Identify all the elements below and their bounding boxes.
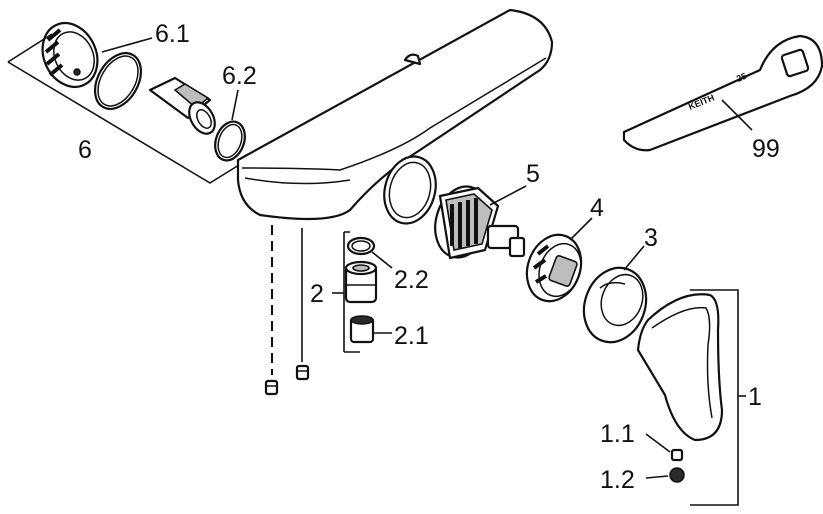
label-6: 6 [78,136,92,164]
threaded-connector [41,22,99,88]
leader-1-2 [645,475,669,479]
leader-3 [623,245,645,271]
leader-4 [569,217,593,241]
cover-sleeve [582,266,648,344]
label-3: 3 [644,224,658,252]
wrench-stamp-2: 25 [735,71,748,84]
non-return-valve [148,76,216,135]
bracket-1 [690,289,739,506]
label-6-1: 6.1 [155,20,190,48]
leader-99 [721,99,753,131]
retaining-nut [525,233,583,303]
bracket-6 [7,33,248,184]
label-5: 5 [526,160,540,188]
leader-5 [489,185,527,206]
label-6-2: 6.2 [222,62,257,90]
thermostat-cartridge [434,185,526,260]
label-2-2: 2.2 [394,266,429,294]
filter-2-1 [349,315,375,344]
o-ring-6-1 [93,52,143,110]
bracket-2 [343,231,360,353]
label-1: 1 [748,383,762,411]
leader-6-2 [231,89,239,121]
leader-2-2 [371,251,393,269]
mixer-body [236,8,554,225]
label-99: 99 [752,135,780,163]
leader-1-1 [645,433,671,453]
o-ring-6-2 [214,120,246,162]
screw-right [295,364,310,381]
label-1-1: 1.1 [600,420,635,448]
assembly-wrench: KEITH 25 [622,34,823,152]
o-ring-2-2 [346,236,376,256]
label-4: 4 [590,194,604,222]
leader-6-1 [101,37,153,53]
cartridge-2-insert [344,260,378,304]
screw-left [264,379,279,396]
label-1-2: 1.2 [600,466,635,494]
label-2: 2 [310,280,324,308]
cap-1-2 [669,467,685,483]
screw-1-1 [670,448,684,462]
label-2-1: 2.1 [394,322,429,350]
mixer-handle [636,293,724,442]
